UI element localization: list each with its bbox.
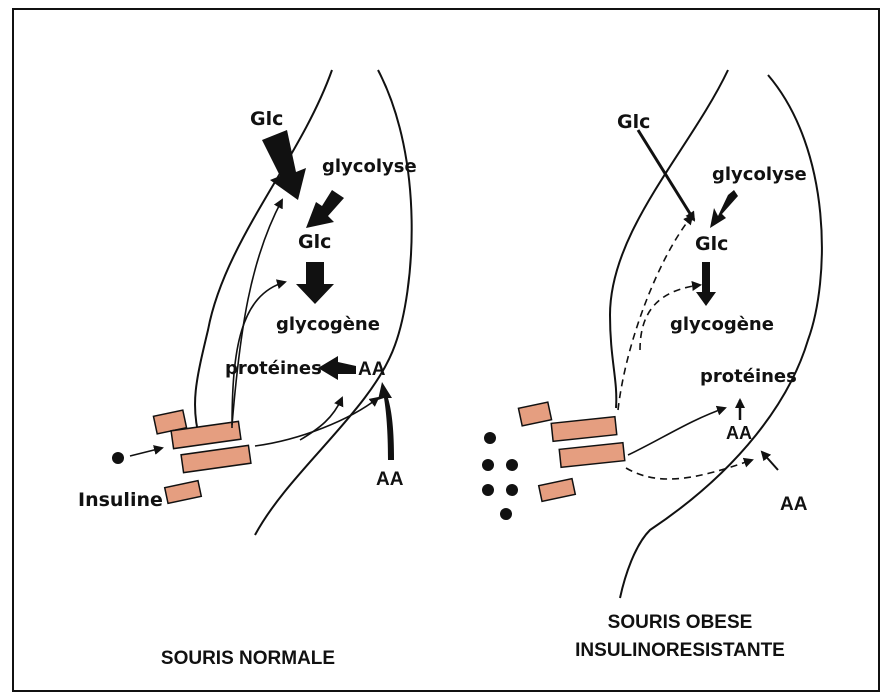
signal-arrow-to-aa-dashed — [626, 460, 752, 479]
receptor-block — [559, 443, 625, 468]
aa-inner-label: AA — [358, 359, 386, 380]
cell-membrane-right — [620, 75, 822, 598]
caption-normal: SOURIS NORMALE — [161, 648, 335, 669]
glycogen-synthesis-arrow — [296, 262, 334, 304]
receptor-block — [518, 402, 551, 426]
signal-arrow-to-proteins — [628, 408, 725, 455]
protein-synthesis-arrow — [318, 356, 356, 380]
proteins-label: protéines — [700, 366, 797, 387]
aa-uptake-arrow — [378, 382, 394, 460]
proteins-label: protéines — [225, 358, 322, 379]
insulin-molecule — [506, 484, 518, 496]
insulin-molecule — [506, 459, 518, 471]
caption-obese-line1: SOURIS OBESE — [608, 612, 753, 633]
insulin-molecule — [112, 452, 124, 464]
aa-inner-label: AA — [726, 423, 752, 443]
glycolyse-label: glycolyse — [322, 156, 417, 177]
glycogen-label: glycogène — [670, 314, 774, 335]
signal-arrow-to-glc — [232, 200, 282, 425]
signal-arrow-to-glc-dashed — [618, 216, 692, 410]
receptor-block — [551, 417, 617, 442]
glycolyse-arrow — [710, 190, 738, 228]
glc-mid-label: Glc — [298, 231, 331, 253]
glycogen-label: glycogène — [276, 314, 380, 335]
aa-outer-label: AA — [376, 469, 404, 490]
glc-top-label: Glc — [617, 111, 650, 133]
glc-top-label: Glc — [250, 108, 283, 130]
insulin-molecule — [500, 508, 512, 520]
caption-obese-line2: INSULINORESISTANTE — [575, 640, 785, 661]
receptor-block — [539, 479, 576, 502]
panel-obese: Glc glycolyse Glc glycogène protéines AA… — [482, 70, 822, 661]
insulin-receptor — [153, 410, 250, 503]
insulin-receptor — [518, 402, 624, 501]
glycolyse-arrow — [306, 190, 344, 228]
panel-normal: Glc glycolyse Glc glycogène protéines AA… — [78, 70, 417, 669]
receptor-block — [165, 481, 202, 504]
insulin-binding-arrow — [130, 448, 162, 456]
aa-outer-label: AA — [780, 494, 808, 515]
receptor-block — [181, 445, 251, 472]
insulin-molecule — [482, 484, 494, 496]
insulin-molecule — [482, 459, 494, 471]
aa-uptake-arrow — [762, 452, 778, 470]
glycogen-synthesis-arrow — [696, 262, 716, 306]
insulin-molecules — [482, 432, 518, 520]
insulin-molecule — [484, 432, 496, 444]
insulin-label: Insuline — [78, 489, 163, 511]
glc-mid-label: Glc — [695, 233, 728, 255]
glycolyse-label: glycolyse — [712, 164, 807, 185]
